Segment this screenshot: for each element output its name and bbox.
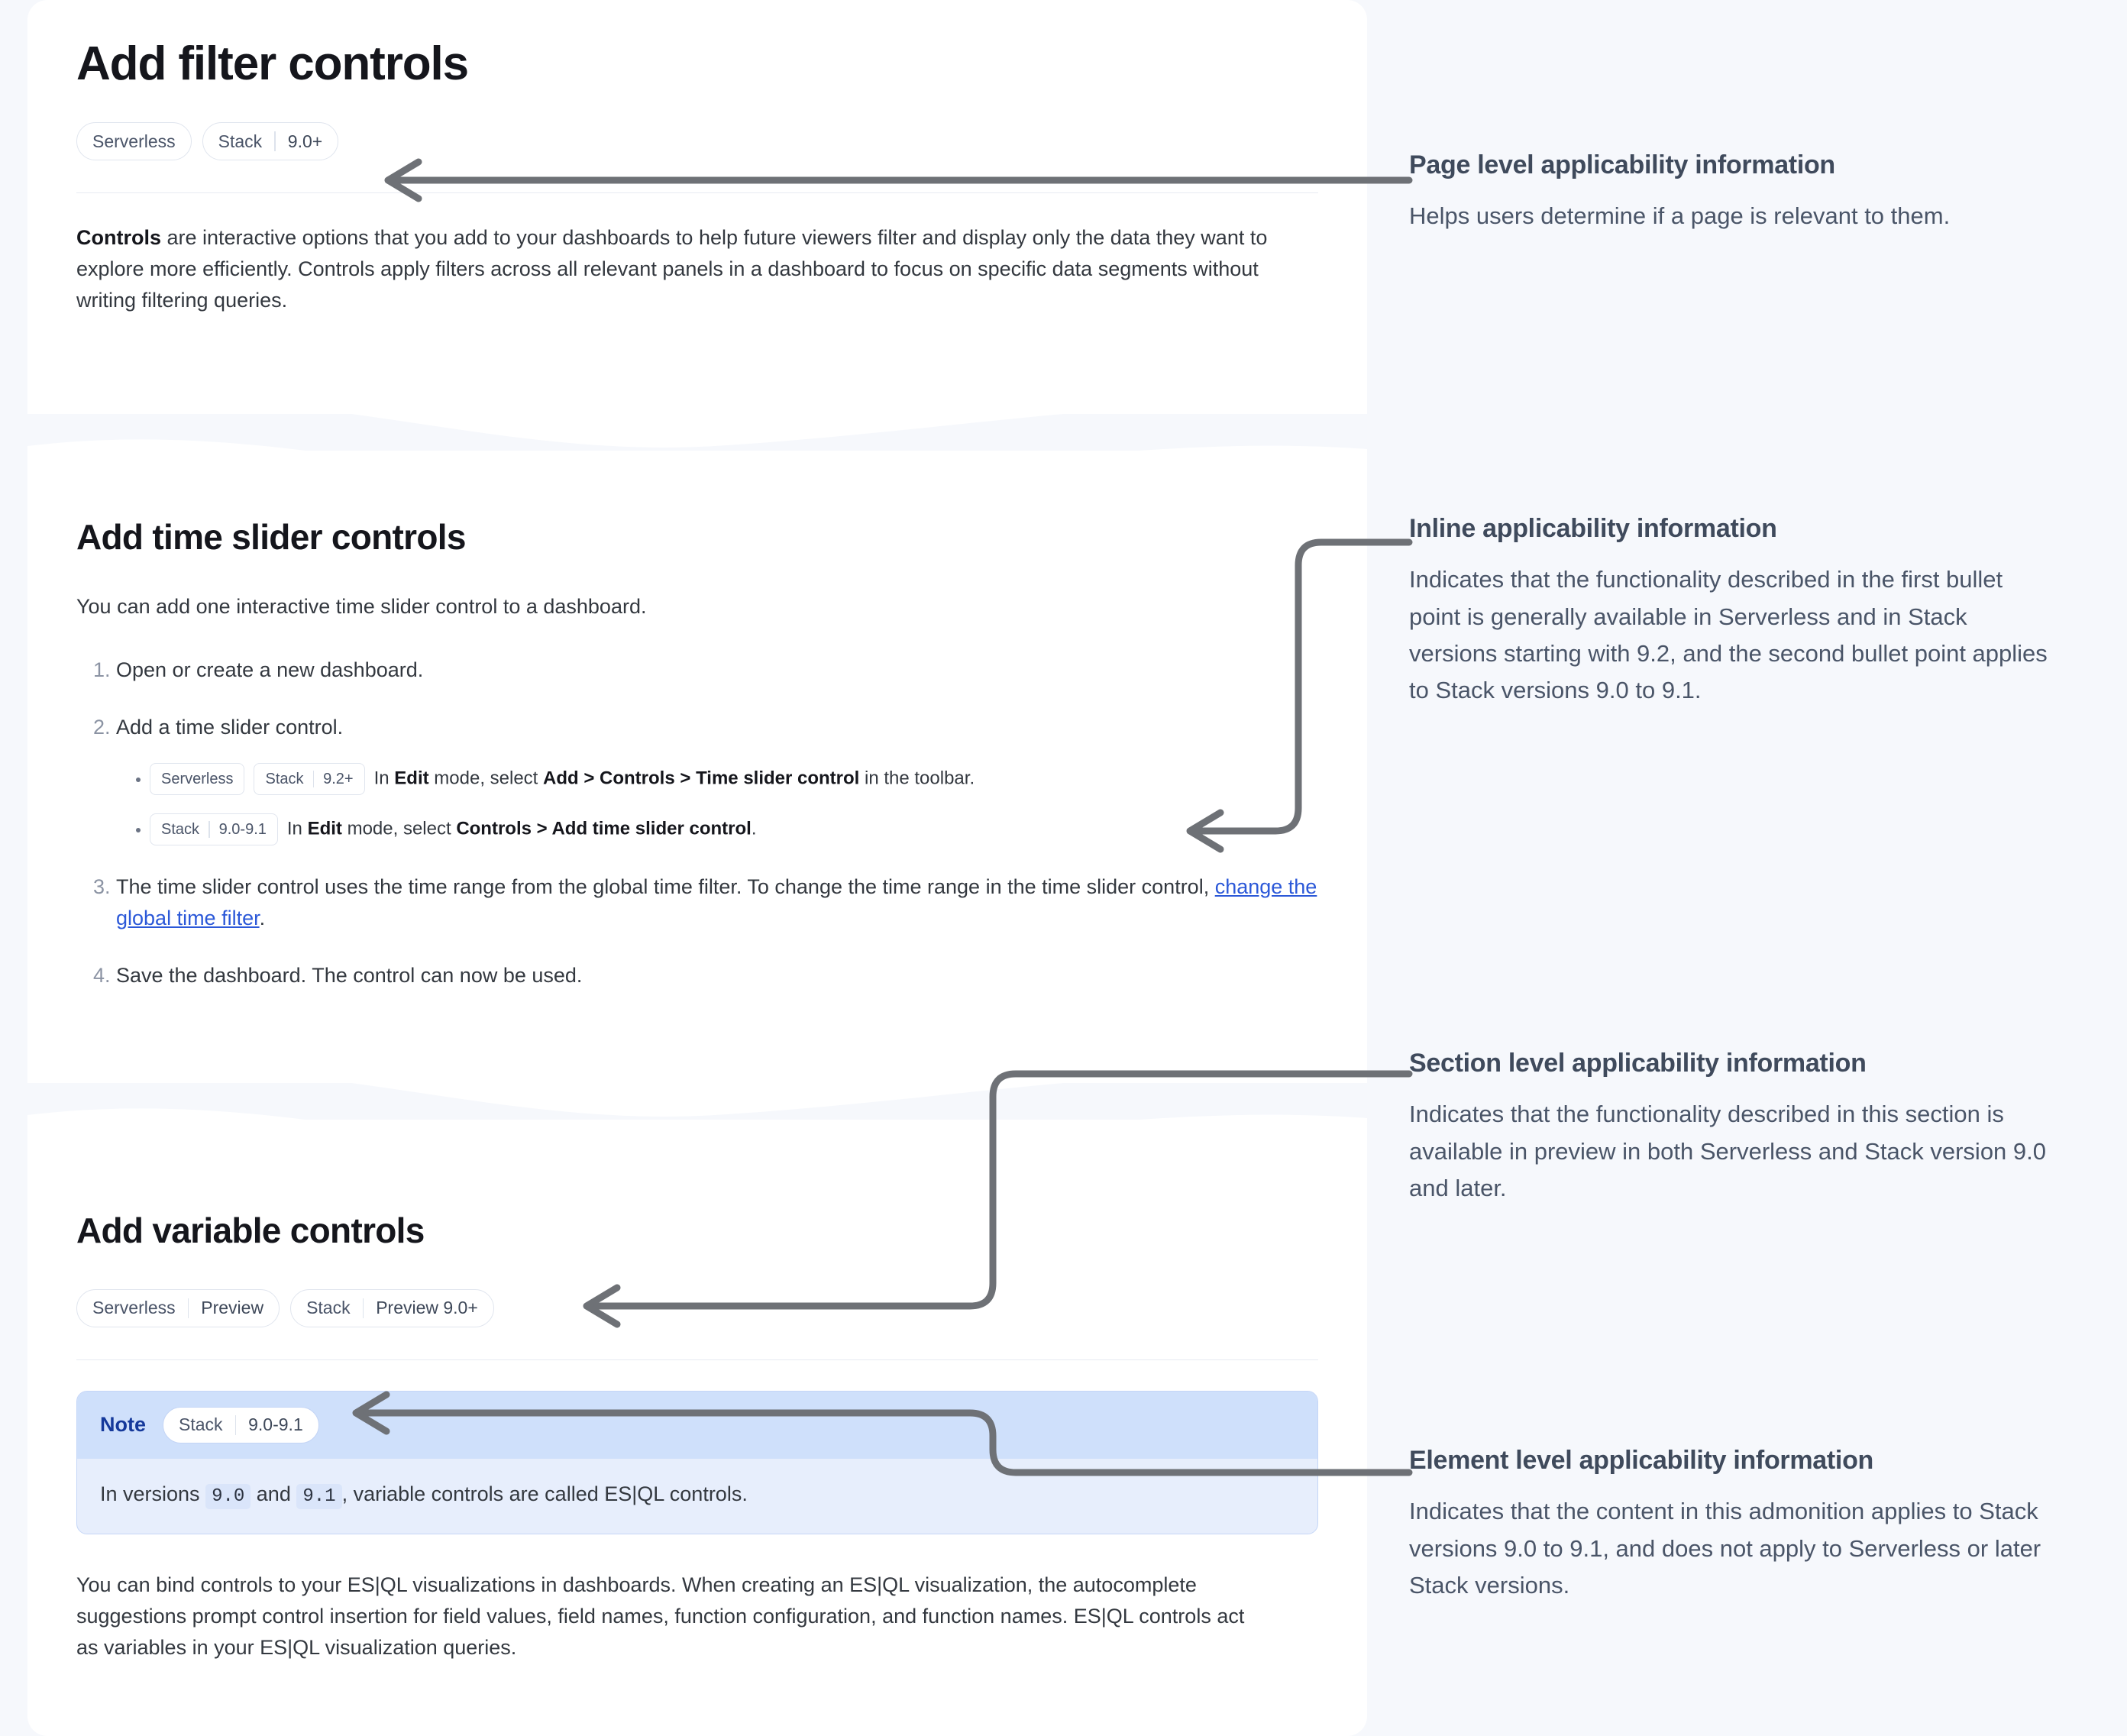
- step-text: Add a time slider control.: [116, 715, 344, 739]
- page-header-card: Add filter controls Serverless Stack 9.0…: [27, 0, 1367, 414]
- badge-divider: [312, 770, 315, 787]
- pill-product-label: Stack: [218, 131, 263, 151]
- pill-divider: [187, 1298, 189, 1318]
- ui-term-edit: Edit: [394, 767, 429, 788]
- list-item: Open or create a new dashboard.: [116, 655, 1318, 686]
- time-slider-step-list: Open or create a new dashboard. Add a ti…: [76, 655, 1318, 991]
- menu-separator: >: [531, 817, 552, 839]
- badge-divider: [208, 820, 210, 838]
- step-text: Save the dashboard. The control can now …: [116, 963, 583, 987]
- pill-version-label: 9.0-9.1: [248, 1414, 303, 1435]
- document-column: Add filter controls Serverless Stack 9.0…: [27, 0, 1367, 1736]
- annotation-text: Helps users determine if a page is relev…: [1409, 202, 1951, 230]
- bullet-mid: mode, select: [341, 817, 457, 839]
- note-text-mid: and: [251, 1482, 297, 1505]
- annotation-title: Element level applicability information: [1409, 1446, 1874, 1475]
- menu-separator: >: [578, 767, 600, 788]
- note-label: Note: [100, 1413, 146, 1437]
- header-divider: [76, 192, 1318, 194]
- pill-divider: [234, 1414, 237, 1435]
- pill-product-label: Stack: [179, 1414, 223, 1435]
- bullet-suffix: .: [751, 817, 757, 839]
- ui-term-edit: Edit: [307, 817, 342, 839]
- pill-product-label: Serverless: [92, 131, 176, 151]
- version-code-90: 9.0: [205, 1483, 251, 1509]
- note-text-before: In versions: [100, 1482, 206, 1505]
- section-applicability-badges: Serverless Preview Stack Preview 9.0+: [76, 1288, 1318, 1327]
- ui-term-time-slider-control: Time slider control: [696, 767, 860, 788]
- applicability-pill-stack-preview[interactable]: Stack Preview 9.0+: [290, 1288, 494, 1327]
- list-item: Serverless Stack 9.2+ In Edit mode, sele…: [150, 762, 1318, 795]
- annotation-element-level: Element level applicability information …: [1409, 1445, 2058, 1604]
- applicability-pill-serverless[interactable]: Serverless: [76, 122, 192, 161]
- pill-version-label: Preview 9.0+: [376, 1298, 478, 1318]
- annotation-page-level: Page level applicability information Hel…: [1409, 150, 2058, 235]
- page-title: Add filter controls: [76, 37, 469, 90]
- note-text-after: , variable controls are called ES|QL con…: [341, 1482, 748, 1505]
- section-divider: [76, 1359, 1318, 1360]
- page-applicability-badges: Serverless Stack 9.0+: [76, 122, 1318, 161]
- pill-divider: [274, 131, 276, 152]
- note-header: Note Stack 9.0-9.1: [77, 1391, 1317, 1459]
- ui-term-add: Add: [543, 767, 579, 788]
- intro-lead-term: Controls: [76, 226, 161, 250]
- annotation-text: Indicates that the content in this admon…: [1409, 1498, 2041, 1599]
- badge-product-label: Stack: [265, 770, 304, 787]
- annotation-title: Page level applicability information: [1409, 150, 1835, 179]
- version-code-91: 9.1: [296, 1483, 342, 1509]
- pill-version-label: Preview: [201, 1298, 264, 1318]
- bullet-prefix: In: [373, 767, 395, 788]
- list-item: Stack 9.0-9.1 In Edit mode, select Contr…: [150, 813, 1318, 845]
- step-text-after: .: [259, 906, 266, 929]
- inline-badge-stack[interactable]: Stack 9.2+: [254, 762, 365, 795]
- note-body: In versions 9.0 and 9.1, variable contro…: [77, 1459, 1317, 1534]
- badge-product-label: Serverless: [161, 770, 234, 787]
- list-item: Add a time slider control. Serverless St…: [116, 712, 1318, 845]
- annotation-title: Section level applicability information: [1409, 1049, 1867, 1078]
- bullet-suffix: in the toolbar.: [859, 767, 975, 788]
- variable-controls-paragraph: You can bind controls to your ES|QL visu…: [76, 1573, 1245, 1659]
- note-applicability-pill-stack[interactable]: Stack 9.0-9.1: [163, 1406, 319, 1443]
- time-slider-intro: You can add one interactive time slider …: [76, 594, 647, 618]
- annotation-section-level: Section level applicability information …: [1409, 1048, 2058, 1207]
- global-time-filter-link[interactable]: change the global time filter: [116, 874, 1317, 929]
- step-text: Open or create a new dashboard.: [116, 658, 424, 681]
- annotation-text: Indicates that the functionality describ…: [1409, 1101, 2047, 1201]
- badge-product-label: Stack: [161, 820, 200, 838]
- bullet-mid: mode, select: [428, 767, 544, 788]
- ui-term-add-time-slider-control: Add time slider control: [551, 817, 752, 839]
- list-item: The time slider control uses the time ra…: [116, 871, 1318, 934]
- pill-divider: [362, 1298, 364, 1318]
- ui-term-controls: Controls: [600, 767, 675, 788]
- pill-product-label: Serverless: [92, 1298, 176, 1318]
- section-heading-time-slider: Add time slider controls: [76, 517, 466, 557]
- time-slider-sub-bullets: Serverless Stack 9.2+ In Edit mode, sele…: [116, 762, 1318, 845]
- applicability-pill-stack[interactable]: Stack 9.0+: [202, 122, 339, 161]
- intro-rest-text: are interactive options that you add to …: [76, 226, 1268, 312]
- annotation-inline-level: Inline applicability information Indicat…: [1409, 513, 2058, 709]
- badge-version-label: 9.2+: [323, 770, 354, 787]
- pill-product-label: Stack: [306, 1298, 351, 1318]
- annotation-text: Indicates that the functionality describ…: [1409, 566, 2048, 703]
- list-item: Save the dashboard. The control can now …: [116, 960, 1318, 991]
- inline-badge-serverless[interactable]: Serverless: [150, 762, 245, 795]
- time-slider-section-card: Add time slider controls You can add one…: [27, 451, 1367, 1083]
- badge-version-label: 9.0-9.1: [218, 820, 267, 838]
- variable-controls-section-card: Add variable controls Serverless Preview…: [27, 1120, 1367, 1736]
- bullet-prefix: In: [286, 817, 308, 839]
- inline-badge-stack[interactable]: Stack 9.0-9.1: [150, 813, 278, 845]
- pill-version-label: 9.0+: [287, 131, 323, 151]
- section-heading-variable-controls: Add variable controls: [76, 1211, 425, 1250]
- intro-paragraph: Controls are interactive options that yo…: [76, 222, 1298, 316]
- applicability-pill-serverless-preview[interactable]: Serverless Preview: [76, 1288, 280, 1327]
- step-text-before: The time slider control uses the time ra…: [116, 874, 1215, 898]
- annotation-column: Page level applicability information Hel…: [1409, 0, 2127, 1736]
- menu-separator: >: [674, 767, 697, 788]
- note-admonition: Note Stack 9.0-9.1 In versions 9.0 and 9…: [76, 1390, 1318, 1534]
- ui-term-controls: Controls: [456, 817, 532, 839]
- annotation-title: Inline applicability information: [1409, 514, 1777, 543]
